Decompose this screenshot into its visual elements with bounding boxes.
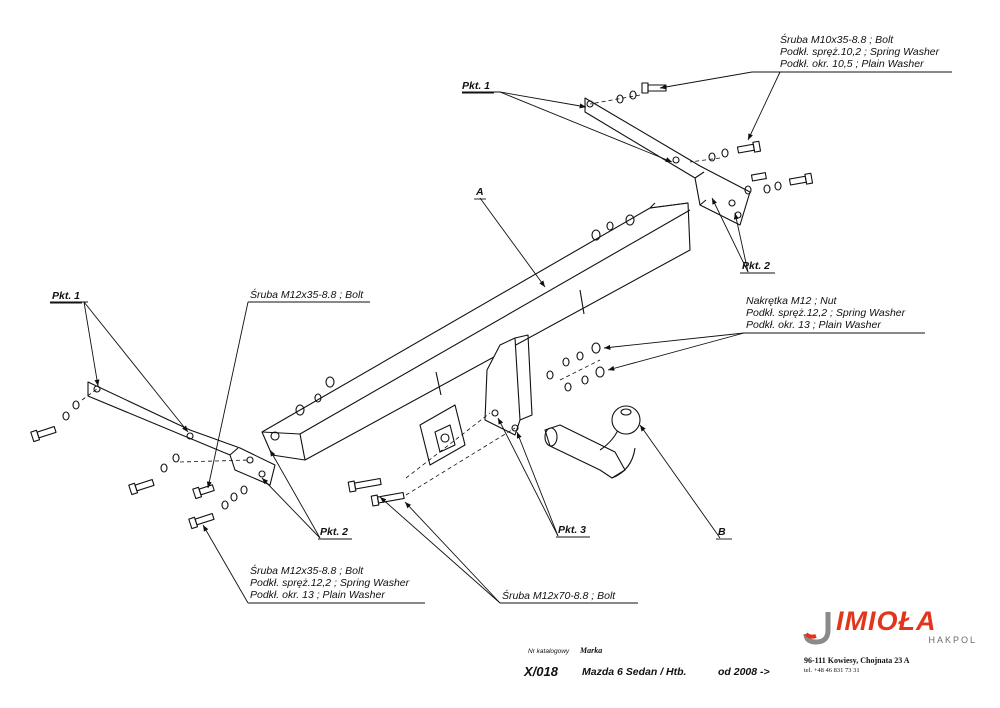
callout-line: Podkł. spręż.10,2 ; Spring Washer (780, 46, 940, 58)
callout-top-right: Śruba M10x35-8.8 ; Bolt Podkł. spręż.10,… (780, 34, 939, 70)
callout-left-bolt: Śruba M12x35-8.8 ; Bolt (250, 289, 363, 301)
callout-line: Podkł. okr. 10,5 ; Plain Washer (780, 58, 924, 70)
label-pkt1-left: Pkt. 1 (52, 290, 81, 302)
callout-bottom-bolt: Śruba M12x70-8.8 ; Bolt (502, 590, 615, 602)
callout-line: Śruba M12x35-8.8 ; Bolt (250, 289, 364, 301)
callout-bottom-left: Śruba M12x35-8.8 ; Bolt Podkł. spręż.12,… (250, 565, 409, 601)
callout-line: Podkł. spręż.12,2 ; Spring Washer (250, 577, 410, 589)
model-year: od 2008 -> (718, 666, 770, 678)
label-part-b: B (718, 526, 726, 538)
fasteners (30, 82, 814, 530)
catalog-label: Nr katalogowy (528, 648, 570, 655)
vehicle-model: Mazda 6 Sedan / Htb. (582, 666, 687, 678)
ball-arm-b (544, 405, 641, 479)
callout-line: Nakrętka M12 ; Nut (746, 295, 837, 307)
catalog-number: X/018 (524, 664, 558, 679)
callout-line: Podkł. okr. 13 ; Plain Washer (250, 589, 385, 601)
logo-sub: HAKPOL (928, 635, 977, 645)
hook-logo-icon (803, 612, 831, 645)
label-pkt1-top: Pkt. 1 (462, 80, 491, 92)
callout-nut-right: Nakrętka M12 ; Nut Podkł. spręż.12,2 ; S… (746, 295, 905, 331)
callout-line: Podkł. okr. 13 ; Plain Washer (746, 319, 881, 331)
left-bracket (87, 381, 276, 486)
address-line1: 96-111 Kowiesy, Chojnata 23 A (804, 656, 910, 665)
callout-line: Śruba M12x35-8.8 ; Bolt (250, 565, 364, 577)
socket-plate (419, 404, 466, 466)
imiola-logo: IMIOŁA HAKPOL (800, 602, 985, 652)
label-pkt3: Pkt. 3 (558, 524, 587, 536)
callout-line: Śruba M10x35-8.8 ; Bolt (780, 34, 894, 46)
callout-line: Podkł. spręż.12,2 ; Spring Washer (746, 307, 906, 319)
center-mounting-plate (484, 334, 533, 436)
brand-label: Marka (580, 646, 603, 655)
callout-line: Śruba M12x70-8.8 ; Bolt (502, 590, 616, 602)
logo-name: IMIOŁA (836, 606, 937, 636)
label-pkt2-right: Pkt. 2 (742, 260, 771, 272)
label-pkt2-left: Pkt. 2 (320, 526, 349, 538)
alignment-lines (81, 94, 721, 496)
label-part-a: A (476, 186, 484, 198)
address-line2: tel. +48 46 831 73 31 (804, 667, 860, 674)
